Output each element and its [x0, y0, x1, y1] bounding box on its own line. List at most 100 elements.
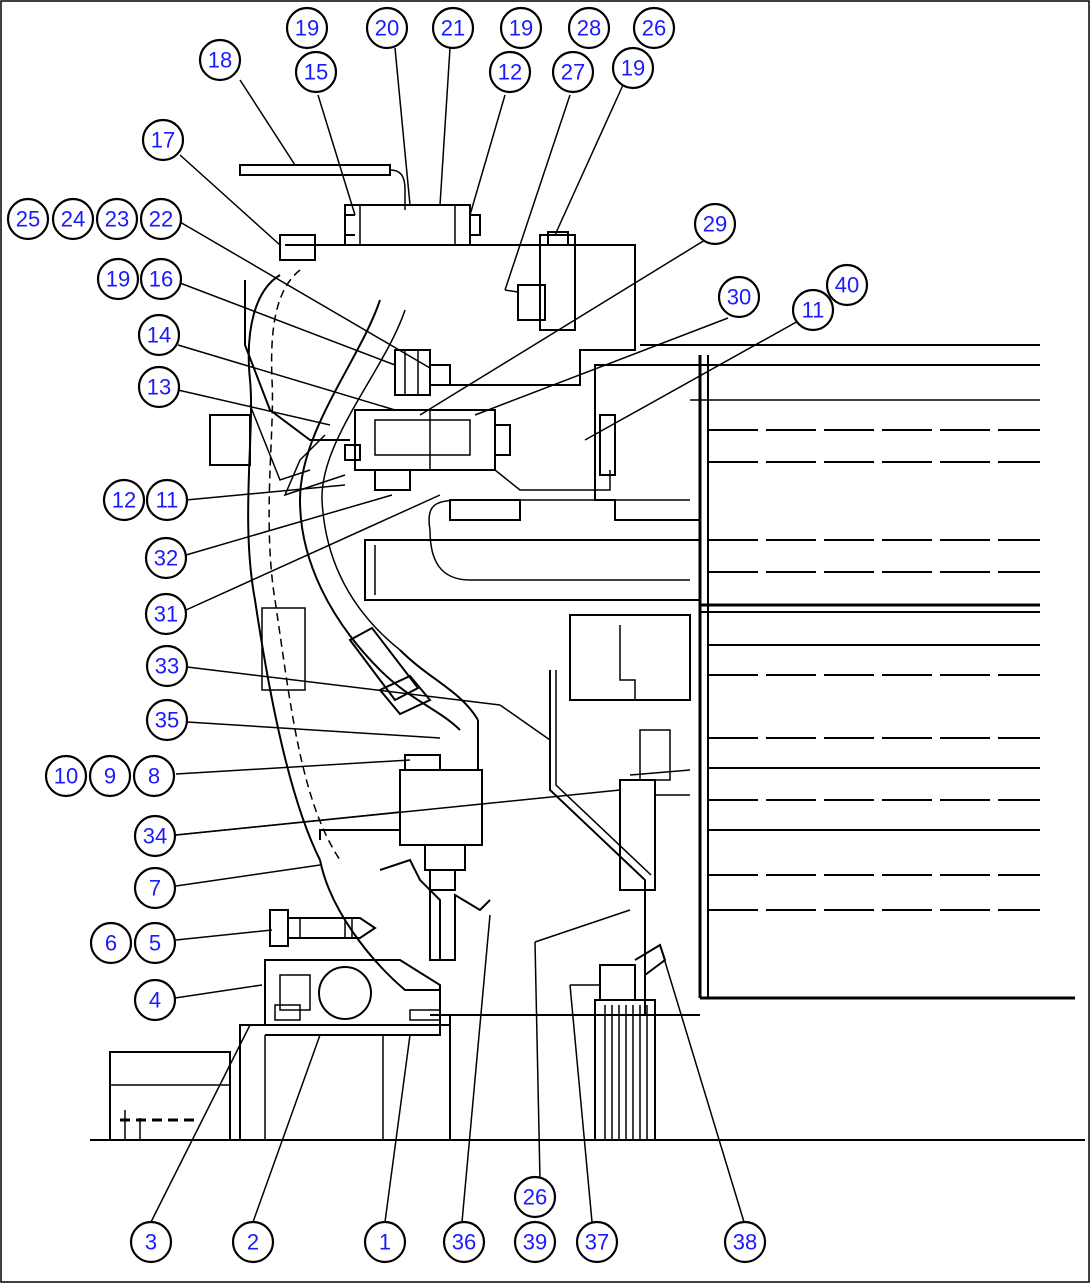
base-assembly — [90, 996, 1085, 1141]
callout-11: 11 — [791, 288, 835, 332]
callout-19: 19 — [96, 257, 140, 301]
callout-34: 34 — [133, 814, 177, 858]
svg-text:17: 17 — [151, 128, 175, 153]
svg-text:30: 30 — [727, 285, 751, 310]
callout-39: 39 — [513, 1220, 557, 1264]
callout-26: 26 — [513, 1175, 557, 1219]
callout-25: 25 — [6, 197, 50, 241]
leader-lines — [150, 47, 801, 1223]
callout-3: 3 — [129, 1220, 173, 1264]
svg-text:32: 32 — [154, 546, 178, 571]
callout-28: 28 — [567, 6, 611, 50]
callout-31: 31 — [144, 592, 188, 636]
callout-35: 35 — [145, 698, 189, 742]
svg-text:29: 29 — [703, 212, 727, 237]
filter-element — [594, 943, 667, 1141]
svg-text:40: 40 — [835, 273, 859, 298]
callout-29: 29 — [693, 202, 737, 246]
svg-text:34: 34 — [143, 824, 167, 849]
callout-11: 11 — [145, 478, 189, 522]
hose-assembly — [247, 269, 479, 861]
svg-text:19: 19 — [106, 267, 130, 292]
svg-text:25: 25 — [16, 207, 40, 232]
callout-17: 17 — [141, 118, 185, 162]
callout-8: 8 — [132, 754, 176, 798]
callout-33: 33 — [145, 644, 189, 688]
svg-text:33: 33 — [155, 654, 179, 679]
callout-19: 19 — [499, 6, 543, 50]
valve-block — [319, 720, 491, 991]
svg-text:26: 26 — [642, 16, 666, 41]
callout-18: 18 — [198, 38, 242, 82]
callout-6: 6 — [89, 921, 133, 965]
svg-text:12: 12 — [498, 60, 522, 85]
callout-26: 26 — [632, 6, 676, 50]
svg-text:21: 21 — [441, 16, 465, 41]
callout-21: 21 — [431, 6, 475, 50]
callout-14: 14 — [137, 313, 181, 357]
svg-text:19: 19 — [295, 16, 319, 41]
svg-text:1: 1 — [379, 1230, 391, 1255]
callout-9: 9 — [88, 754, 132, 798]
svg-text:10: 10 — [54, 764, 78, 789]
callout-19: 19 — [611, 46, 655, 90]
callout-1: 1 — [363, 1220, 407, 1264]
svg-text:2: 2 — [247, 1230, 259, 1255]
svg-text:35: 35 — [155, 708, 179, 733]
svg-text:6: 6 — [105, 931, 117, 956]
svg-text:24: 24 — [61, 207, 85, 232]
callout-22: 22 — [139, 197, 183, 241]
svg-text:14: 14 — [147, 323, 171, 348]
callout-40: 40 — [825, 263, 869, 307]
callout-12: 12 — [488, 50, 532, 94]
callout-24: 24 — [51, 197, 95, 241]
callout-19: 19 — [285, 6, 329, 50]
svg-text:11: 11 — [802, 298, 825, 323]
svg-text:18: 18 — [208, 48, 232, 73]
svg-text:38: 38 — [733, 1230, 757, 1255]
svg-text:15: 15 — [304, 60, 328, 85]
callout-12: 12 — [102, 478, 146, 522]
callout-23: 23 — [95, 197, 139, 241]
svg-text:27: 27 — [561, 60, 585, 85]
cooler-section — [364, 344, 1040, 1015]
upper-housing — [209, 164, 636, 497]
svg-text:11: 11 — [156, 488, 179, 513]
svg-text:7: 7 — [149, 876, 161, 901]
callout-37: 37 — [575, 1220, 619, 1264]
svg-text:13: 13 — [147, 375, 171, 400]
callout-labels: 19 20 21 19 28 26 18 15 12 27 19 17 25 2… — [6, 6, 869, 1264]
svg-text:19: 19 — [621, 56, 645, 81]
callout-15: 15 — [294, 50, 338, 94]
callout-38: 38 — [723, 1220, 767, 1264]
svg-text:8: 8 — [148, 764, 160, 789]
svg-text:19: 19 — [509, 16, 533, 41]
svg-text:39: 39 — [523, 1230, 547, 1255]
callout-20: 20 — [365, 6, 409, 50]
svg-text:26: 26 — [523, 1185, 547, 1210]
callout-36: 36 — [442, 1220, 486, 1264]
svg-text:16: 16 — [149, 267, 173, 292]
svg-text:23: 23 — [105, 207, 129, 232]
callout-2: 2 — [231, 1220, 275, 1264]
callout-16: 16 — [139, 257, 183, 301]
callout-5: 5 — [133, 921, 177, 965]
callout-13: 13 — [137, 365, 181, 409]
svg-text:3: 3 — [145, 1230, 157, 1255]
svg-text:37: 37 — [585, 1230, 609, 1255]
svg-text:36: 36 — [452, 1230, 476, 1255]
svg-text:31: 31 — [154, 602, 178, 627]
svg-text:22: 22 — [149, 207, 173, 232]
callout-7: 7 — [133, 866, 177, 910]
svg-text:28: 28 — [577, 16, 601, 41]
svg-text:9: 9 — [104, 764, 116, 789]
mount-block — [264, 909, 441, 1036]
svg-text:12: 12 — [112, 488, 136, 513]
callout-30: 30 — [717, 275, 761, 319]
callout-27: 27 — [551, 50, 595, 94]
callout-4: 4 — [133, 978, 177, 1022]
callout-10: 10 — [44, 754, 88, 798]
